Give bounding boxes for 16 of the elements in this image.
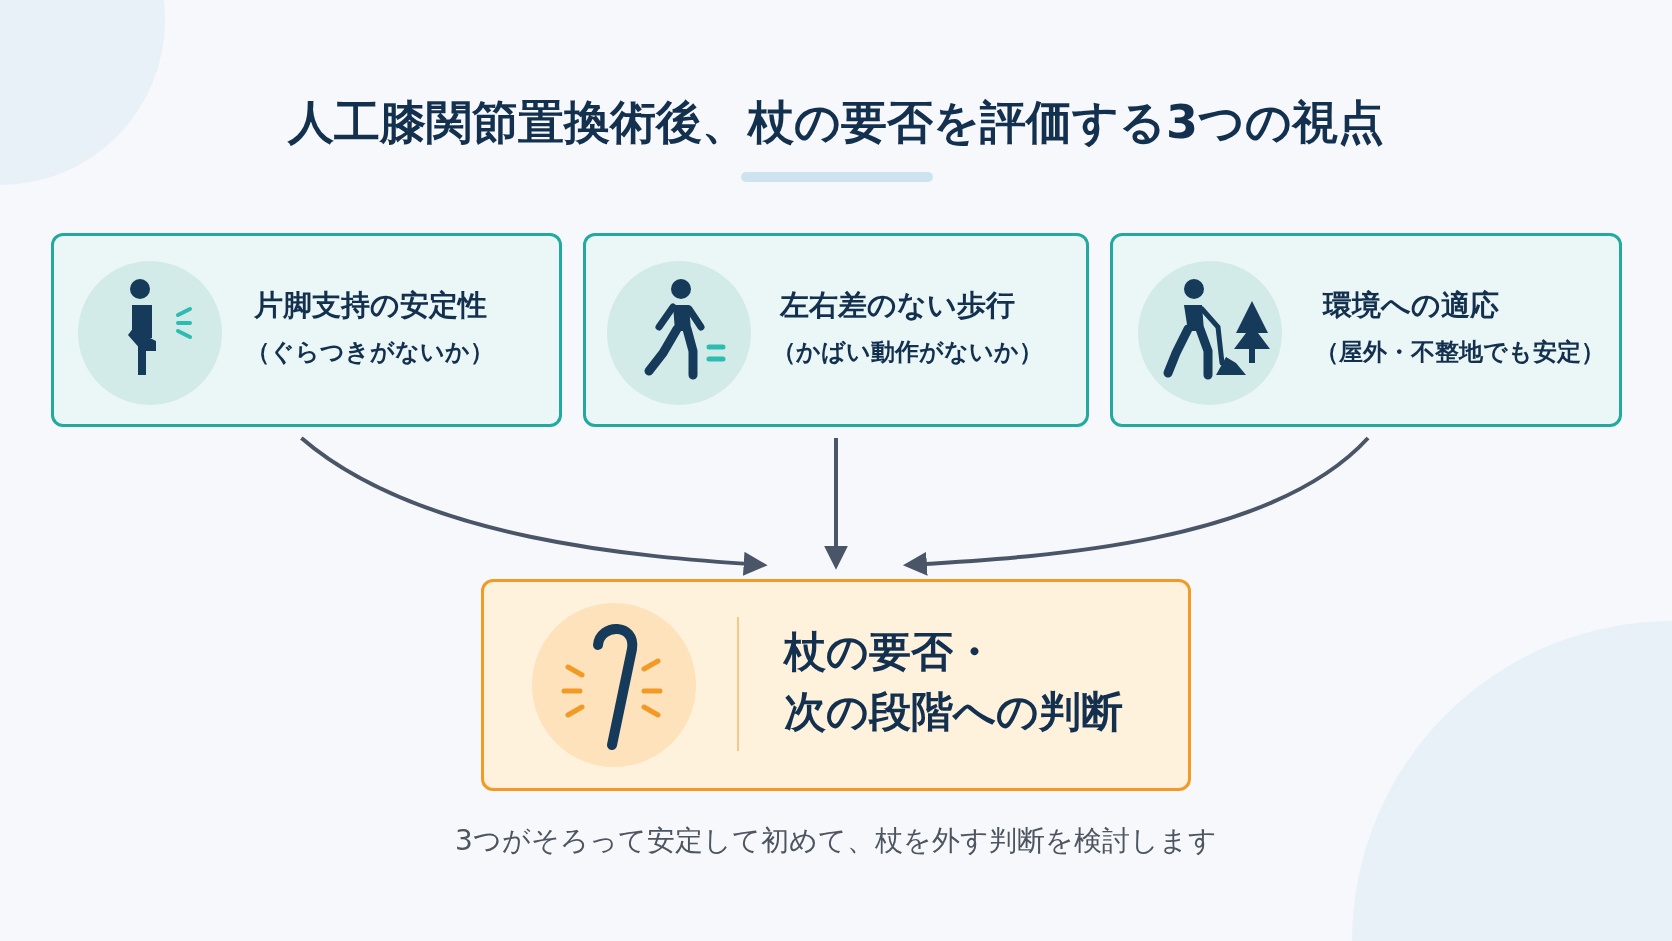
criterion-note: （ぐらつきがないか）: [246, 337, 494, 368]
caption: 3つがそろって安定して初めて、杖を外す判断を検討します: [454, 823, 1218, 859]
criterion-box: [51, 233, 562, 427]
criterion-box: [1110, 233, 1622, 427]
criterion-heading: 環境への適応: [1323, 287, 1499, 324]
result-box: [481, 579, 1191, 791]
criterion-heading: 片脚支持の安定性: [254, 287, 487, 324]
arrow: [824, 438, 848, 570]
criterion-box: [583, 233, 1089, 427]
title: 人工膝関節置換術後、杖の要否を評価する3つの視点: [286, 94, 1385, 151]
criterion-note: （屋外・不整地でも安定）: [1315, 337, 1605, 368]
criterion-note: （かばい動作がないか）: [772, 337, 1043, 368]
criterion-heading: 左右差のない歩行: [780, 287, 1015, 324]
result-text: 杖の要否・次の段階への判断: [784, 626, 1123, 738]
arrow: [902, 436, 1370, 576]
arrow: [300, 436, 768, 576]
